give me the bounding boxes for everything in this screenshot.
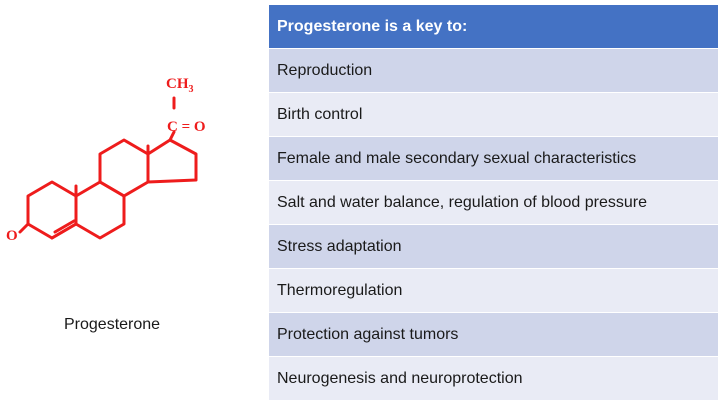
table-row: Thermoregulation xyxy=(269,268,718,312)
table-row: Female and male secondary sexual charact… xyxy=(269,136,718,180)
table-row: Reproduction xyxy=(269,48,718,92)
ring-oxygen-label: O xyxy=(6,228,18,244)
molecule-bonds xyxy=(18,96,198,240)
table-row: Protection against tumors xyxy=(269,312,718,356)
progesterone-structure: CH3 C = O O xyxy=(6,76,206,244)
table-row: Neurogenesis and neuroprotection xyxy=(269,356,718,400)
carbonyl-label: C = O xyxy=(167,119,206,135)
methyl-label: CH3 xyxy=(166,76,194,95)
table-header: Progesterone is a key to: xyxy=(269,5,718,48)
functions-table: Progesterone is a key to: Reproduction B… xyxy=(269,5,718,400)
table-row: Salt and water balance, regulation of bl… xyxy=(269,180,718,224)
molecule-caption: Progesterone xyxy=(64,316,161,333)
table-row: Birth control xyxy=(269,92,718,136)
table-row: Stress adaptation xyxy=(269,224,718,268)
